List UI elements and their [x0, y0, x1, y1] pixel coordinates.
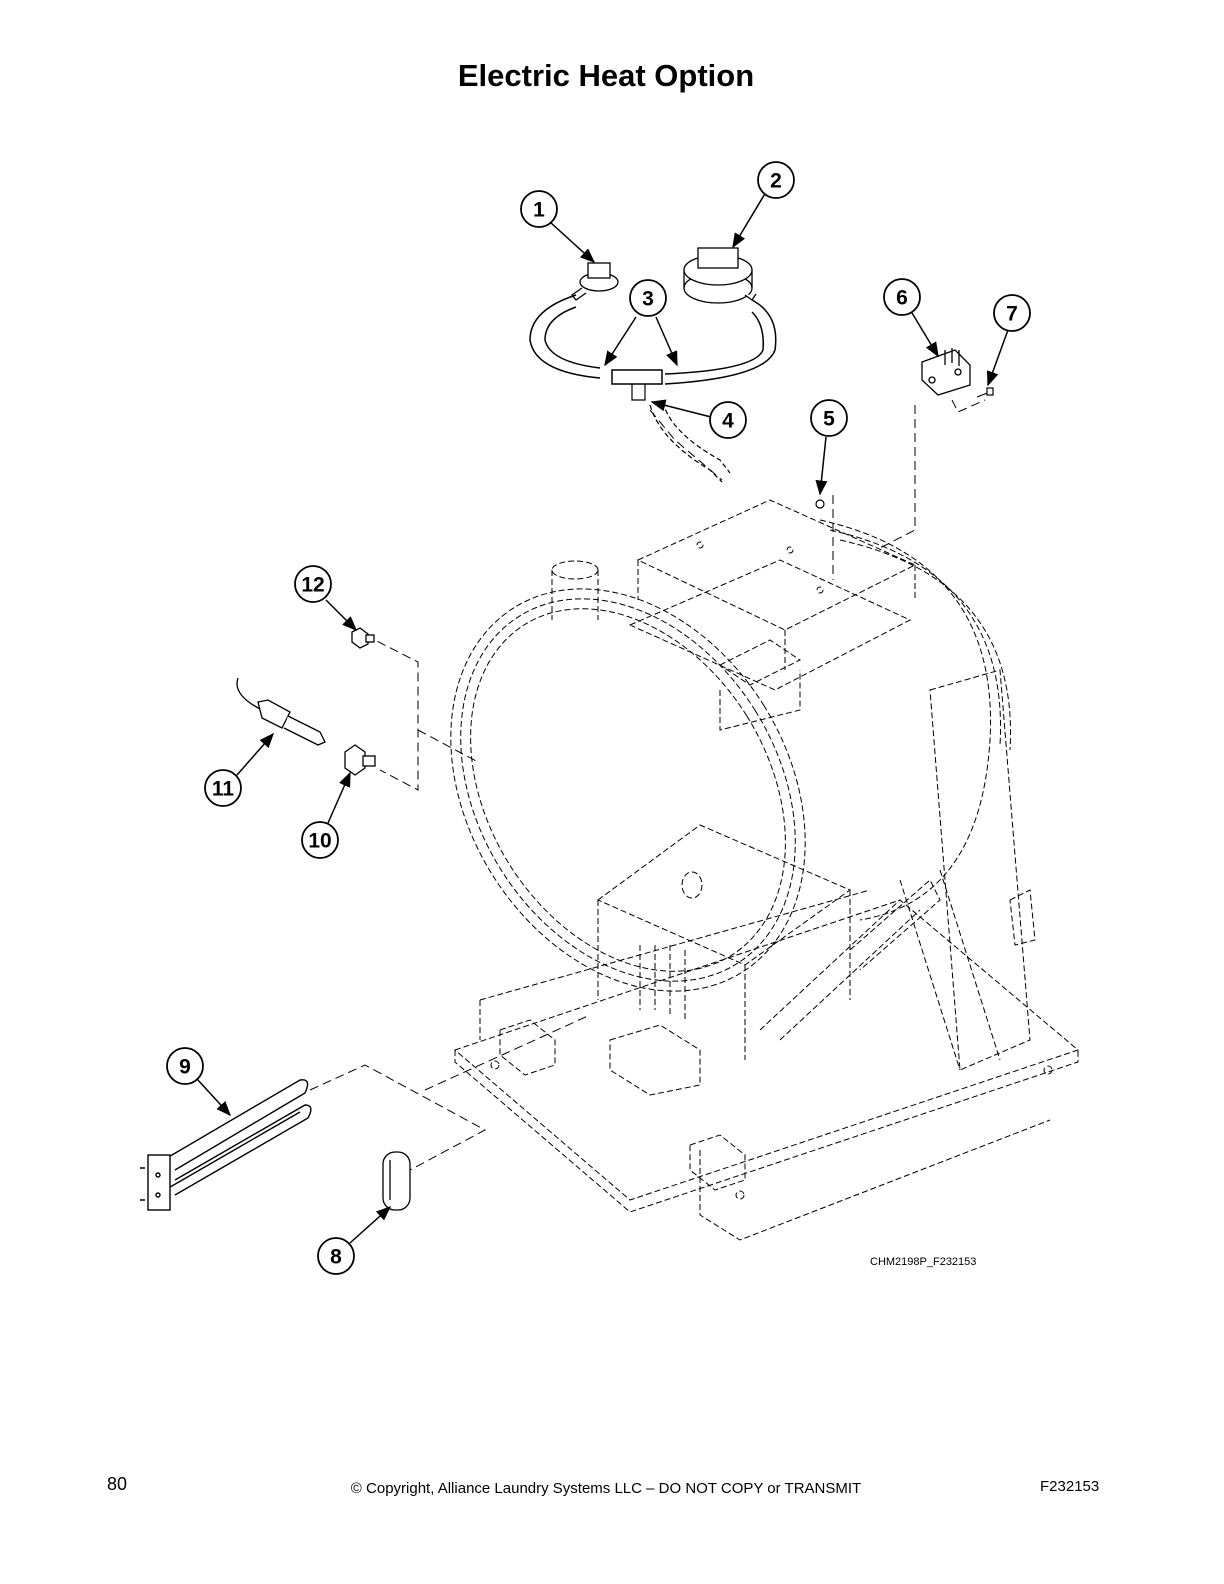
page-number: 80	[107, 1474, 128, 1494]
part-9-heating-element	[140, 1079, 312, 1211]
callout-10: 10	[308, 830, 331, 853]
callout-circle-1	[520, 190, 558, 228]
callout-11: 11	[212, 778, 235, 801]
callout-arrows	[196, 191, 1009, 1244]
copyright-notice: © Copyright, Alliance Laundry Systems LL…	[350, 1480, 862, 1497]
callout-circle-8	[317, 1237, 355, 1275]
drawing-id: CHM2198P_F232153	[870, 1256, 976, 1268]
callout-numbers: 1 2 3 4 5 6 7 8 9 10 11 12	[179, 170, 1018, 1269]
callout-circle-3	[629, 279, 667, 317]
callout-circle-4	[709, 401, 747, 439]
callout-circle-2	[757, 161, 795, 199]
callout-circle-10	[301, 821, 339, 859]
callout-5: 5	[823, 408, 835, 431]
part-8-gasket	[382, 1151, 411, 1211]
callout-6: 6	[896, 287, 908, 310]
page-title: Electric Heat Option	[457, 58, 755, 93]
callout-circle-7	[993, 294, 1031, 332]
part-5-plug	[815, 499, 825, 509]
callout-circle-6	[883, 278, 921, 316]
callout-circle-11	[204, 769, 242, 807]
callout-2: 2	[770, 170, 782, 193]
callout-8: 8	[330, 1246, 342, 1269]
part-1-pressure-switch	[571, 262, 619, 301]
part-6-relay	[921, 348, 971, 396]
callout-7: 7	[1006, 303, 1018, 326]
callout-12: 12	[301, 574, 324, 597]
part-2-pressure-switch	[683, 247, 757, 304]
washer-frame-phantom	[450, 499, 1080, 1241]
callout-9: 9	[179, 1056, 191, 1079]
callout-4: 4	[722, 410, 734, 433]
document-number: F232153	[1040, 1478, 1100, 1495]
callout-circle-9	[166, 1047, 204, 1085]
callout-1: 1	[533, 199, 545, 222]
part-10-fitting	[344, 744, 376, 776]
callout-circle-5	[810, 399, 848, 437]
part-11-temperature-probe	[236, 677, 326, 746]
part-3-hoses	[529, 294, 777, 385]
part-4-hose	[631, 384, 731, 483]
part-7-screw	[976, 387, 994, 398]
assembly-leader-lines	[309, 399, 986, 1171]
callout-bubbles	[166, 161, 1031, 1275]
callout-circle-12	[294, 565, 332, 603]
callout-3: 3	[642, 288, 654, 311]
part-12-plug	[351, 627, 375, 649]
